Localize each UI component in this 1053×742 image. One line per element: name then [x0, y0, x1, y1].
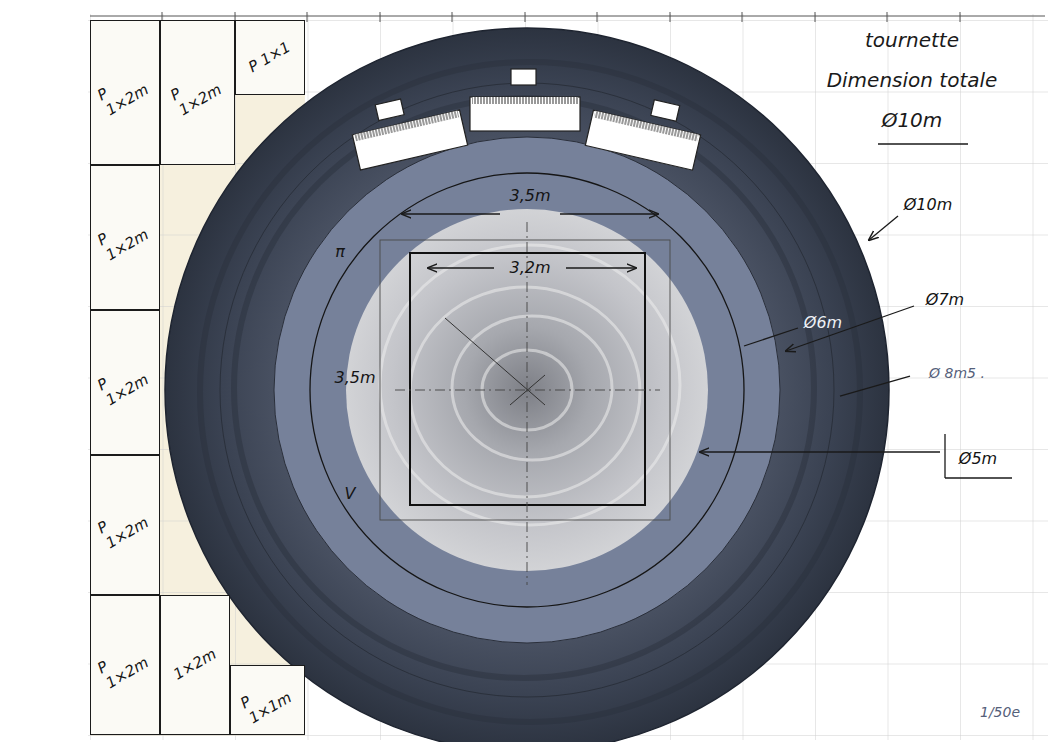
- platform-size: P 1×2m: [95, 498, 155, 553]
- center-cross: [445, 318, 545, 405]
- dimension-label: Ø5m: [959, 449, 997, 468]
- ring-shading: [200, 62, 860, 722]
- platform-size: P 1×2m: [95, 210, 155, 265]
- platform-box: P 1×2m: [90, 455, 160, 595]
- dimension-label: π: [335, 242, 345, 261]
- platform-size: P 1×2m: [95, 638, 155, 693]
- dimension-label: 3,5m: [509, 186, 550, 205]
- platform-size: 1×2m: [171, 646, 220, 684]
- dimension-label: V: [345, 484, 356, 503]
- ruler-line: [90, 16, 1045, 17]
- platform-box: P 1×2m: [90, 595, 160, 735]
- dimension-label: Ø7m: [926, 290, 964, 309]
- dimension-label: 3,5m: [334, 368, 375, 387]
- platform-box: P 1×2m: [90, 20, 160, 165]
- circle-6m: [310, 173, 744, 607]
- outer-ring: [165, 28, 889, 742]
- platform-size: P 1×1m: [237, 673, 297, 728]
- grid: [88, 14, 1048, 740]
- platform-size: P 1×1: [246, 39, 294, 77]
- title-note: tournette Dimension totale Ø10m: [812, 20, 1012, 140]
- platform-box: P 1×1m: [230, 665, 305, 735]
- platform-box: P 1×1: [235, 20, 305, 95]
- dimension-label: 1/50e: [980, 704, 1020, 721]
- platform-box: P 1×2m: [160, 20, 235, 165]
- platform-box: 1×2m: [160, 595, 230, 735]
- dimension-label: Ø10m: [904, 195, 953, 214]
- leader-lines: [700, 144, 1012, 478]
- platform-size: P 1×2m: [167, 65, 227, 120]
- square-3m5: [380, 240, 670, 520]
- square-3m2: [410, 253, 645, 505]
- dimension-label: Ø 8m5 .: [929, 365, 985, 382]
- circle-8m5: [220, 83, 834, 697]
- axis-lines: [395, 222, 660, 585]
- platform-box: P 1×2m: [90, 165, 160, 310]
- disc-swirls: [380, 245, 680, 525]
- middle-band: [274, 137, 780, 643]
- dimension-label: Ø6m: [804, 313, 842, 332]
- top-cutouts: [347, 69, 706, 170]
- dimension-label: 3,2m: [509, 258, 550, 277]
- platform-box: P 1×2m: [90, 310, 160, 455]
- platform-size: P 1×2m: [95, 355, 155, 410]
- platform-size: P 1×2m: [95, 65, 155, 120]
